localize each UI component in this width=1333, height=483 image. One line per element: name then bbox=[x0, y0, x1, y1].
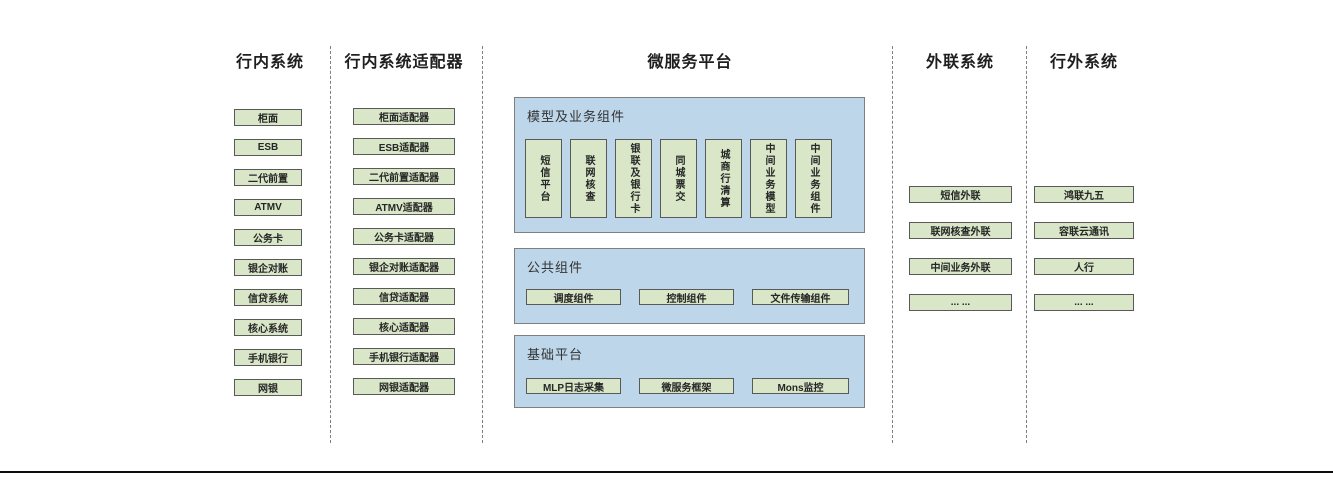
header-outbank-systems: 行外系统 bbox=[1049, 54, 1118, 71]
common-components-panel: 公共组件 调度组件 控制组件 文件传输组件 bbox=[514, 248, 865, 324]
node-box: 微服务框架 bbox=[639, 378, 734, 394]
node-box: 短信平台 bbox=[525, 139, 562, 218]
node-box: 中间业务外联 bbox=[909, 258, 1012, 275]
node-box: 公务卡适配器 bbox=[353, 228, 455, 245]
inbank-systems-column: 柜面 ESB 二代前置 ATMV 公务卡 银企对账 信贷系统 核心系统 手机银行… bbox=[234, 109, 302, 396]
node-box: 鸿联九五 bbox=[1034, 186, 1134, 203]
header-inbank-adapters: 行内系统适配器 bbox=[344, 54, 464, 71]
inbank-adapters-column: 柜面适配器 ESB适配器 二代前置适配器 ATMV适配器 公务卡适配器 银企对账… bbox=[353, 108, 455, 395]
node-box: 网银适配器 bbox=[353, 378, 455, 395]
node-box: MLP日志采集 bbox=[526, 378, 621, 394]
node-box: 二代前置适配器 bbox=[353, 168, 455, 185]
node-box: 容联云通讯 bbox=[1034, 222, 1134, 239]
separator-line-4 bbox=[1026, 46, 1027, 443]
node-box: 短信外联 bbox=[909, 186, 1012, 203]
node-box: 核心系统 bbox=[234, 319, 302, 336]
node-box: 联网核查 bbox=[570, 139, 607, 218]
node-box: 二代前置 bbox=[234, 169, 302, 186]
node-box: 中间业务模型 bbox=[750, 139, 787, 218]
common-components-row: 调度组件 控制组件 文件传输组件 bbox=[526, 289, 849, 305]
external-systems-column: 短信外联 联网核查外联 中间业务外联 ... ... bbox=[909, 186, 1012, 311]
node-box: ... ... bbox=[1034, 294, 1134, 311]
node-box: 银联及银行卡 bbox=[615, 139, 652, 218]
node-box: 信贷系统 bbox=[234, 289, 302, 306]
node-box: 人行 bbox=[1034, 258, 1134, 275]
node-box: 网银 bbox=[234, 379, 302, 396]
node-box: 同城票交 bbox=[660, 139, 697, 218]
node-box: 核心适配器 bbox=[353, 318, 455, 335]
base-platform-row: MLP日志采集 微服务框架 Mons监控 bbox=[526, 378, 849, 394]
node-box: 文件传输组件 bbox=[752, 289, 849, 305]
node-box: 调度组件 bbox=[526, 289, 621, 305]
node-box: 柜面适配器 bbox=[353, 108, 455, 125]
node-box: 城商行清算 bbox=[705, 139, 742, 218]
node-box: ATMV bbox=[234, 199, 302, 216]
node-box: 柜面 bbox=[234, 109, 302, 126]
panel-title: 公共组件 bbox=[527, 260, 584, 275]
node-box: 公务卡 bbox=[234, 229, 302, 246]
header-inbank-systems: 行内系统 bbox=[235, 54, 304, 71]
node-box: 联网核查外联 bbox=[909, 222, 1012, 239]
node-box: 中间业务组件 bbox=[795, 139, 832, 218]
node-box: ... ... bbox=[909, 294, 1012, 311]
separator-line-3 bbox=[892, 46, 893, 443]
base-platform-panel: 基础平台 MLP日志采集 微服务框架 Mons监控 bbox=[514, 335, 865, 408]
node-box: ESB适配器 bbox=[353, 138, 455, 155]
model-business-components-panel: 模型及业务组件 短信平台 联网核查 银联及银行卡 同城票交 城商行清算 中间业务… bbox=[514, 97, 865, 233]
node-box: ESB bbox=[234, 139, 302, 156]
bottom-rule bbox=[0, 471, 1333, 473]
header-external-systems: 外联系统 bbox=[925, 54, 994, 71]
panel-title: 基础平台 bbox=[527, 347, 584, 362]
node-box: ATMV适配器 bbox=[353, 198, 455, 215]
node-box: 控制组件 bbox=[639, 289, 734, 305]
header-microservice-platform: 微服务平台 bbox=[647, 54, 733, 71]
outbank-systems-column: 鸿联九五 容联云通讯 人行 ... ... bbox=[1034, 186, 1134, 311]
node-box: 手机银行适配器 bbox=[353, 348, 455, 365]
separator-line-1 bbox=[330, 46, 331, 443]
node-box: 手机银行 bbox=[234, 349, 302, 366]
node-box: Mons监控 bbox=[752, 378, 849, 394]
node-box: 银企对账 bbox=[234, 259, 302, 276]
model-components-row: 短信平台 联网核查 银联及银行卡 同城票交 城商行清算 中间业务模型 中间业务组… bbox=[525, 139, 832, 218]
panel-title: 模型及业务组件 bbox=[527, 109, 626, 124]
node-box: 信贷适配器 bbox=[353, 288, 455, 305]
node-box: 银企对账适配器 bbox=[353, 258, 455, 275]
separator-line-2 bbox=[482, 46, 483, 443]
